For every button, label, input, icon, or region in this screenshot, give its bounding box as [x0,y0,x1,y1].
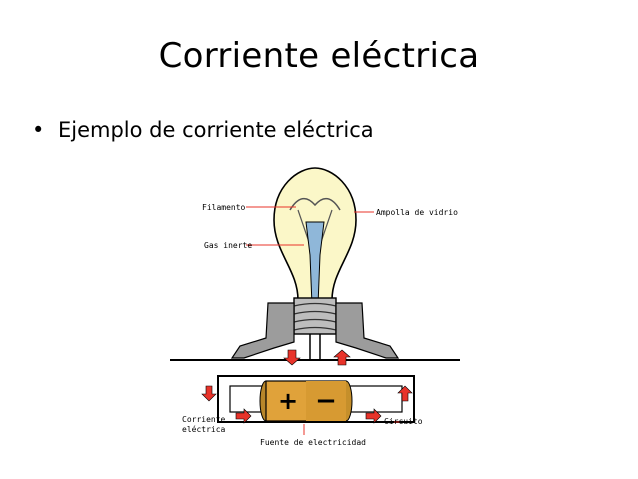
label-corriente-line2: eléctrica [182,424,226,434]
arrow-up-icon [333,349,351,366]
arrow-down-icon [283,349,301,366]
bullet-text: Ejemplo de corriente eléctrica [58,118,374,142]
circuit-loop [217,375,415,423]
slide-title: Corriente eléctrica [158,36,480,76]
filament [289,197,341,211]
label-circuito: Circuito [384,417,423,426]
label-ampolla-de-vidrio: Ampolla de vidrio [376,208,458,217]
label-filamento: Filamento [202,203,246,212]
circuit-diagram: + − Filamento Gas inerte [170,167,460,447]
battery-plus: + [278,387,298,415]
light-bulb-circuit-illustration: + − Filamento Gas inerte [170,160,470,460]
bullet-item: • Ejemplo de corriente eléctrica [32,118,374,142]
arrow-right-icon [365,408,382,424]
battery-minus: − [315,386,337,416]
label-fuente-de-electricidad: Fuente de electricidad [260,438,366,447]
arrow-down-icon [201,385,217,402]
label-gas-inerte: Gas inerte [204,241,252,250]
socket-right [335,302,400,359]
arrow-up-icon [397,385,413,402]
label-corriente-line1: Corriente [182,415,226,424]
bullet-dot-icon: • [32,118,45,142]
socket-left [230,302,295,359]
current-arrows [201,349,413,424]
arrow-right-icon [235,408,252,424]
